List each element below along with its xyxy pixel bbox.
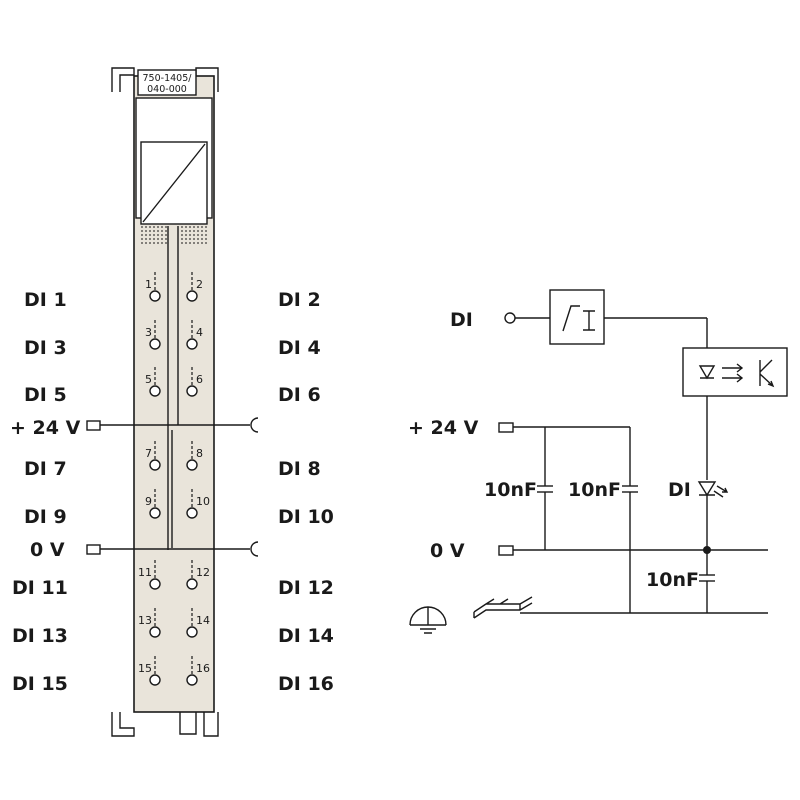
label-di-10: DI 10 [278,506,334,528]
converter-diagonal [142,143,206,223]
part-number-line2: 040-000 [147,84,187,95]
cap3-label: 10nF [646,569,699,591]
label-di-15: DI 15 [12,673,68,695]
led-label: DI [668,479,691,501]
spring-contact: 10 [186,489,210,519]
schematic-di-label: DI [450,309,473,331]
contact-number: 2 [196,278,203,291]
spring-contact: 16 [186,656,210,686]
contact-number: 13 [138,614,152,627]
din-rail-icon [473,596,533,619]
filter-symbol [562,305,595,332]
cap2-label: 10nF [568,479,621,501]
contact-number: 9 [145,495,152,508]
io-module: 750-1405/ 040-000 [111,67,219,737]
label-di-14: DI 14 [278,625,334,647]
contact-comb-right [181,226,207,245]
opto-diode-icon [698,365,716,380]
spring-contact: 9 [145,489,161,519]
schematic-supply-zero-label: 0 V [430,540,465,562]
input-schematic: DI DI + 24 V 10nF 10nF 0 [408,289,788,634]
label-di-13: DI 13 [12,625,68,647]
label-di-2: DI 2 [278,289,321,311]
module-plus-terminal [86,420,101,431]
spring-contact: 6 [186,367,203,397]
contact-number: 15 [138,662,152,675]
module-plus-connector [250,417,259,433]
label-di-6: DI 6 [278,384,321,406]
contact-comb-left [141,226,167,245]
schematic-plus-terminal [498,422,514,433]
contact-number: 10 [196,495,210,508]
opto-transistor-icon [759,359,775,388]
spring-contact: 13 [138,608,161,638]
label-di-11: DI 11 [12,577,68,599]
ground-symbol-icon [409,606,447,634]
spring-contact: 3 [145,320,161,350]
spring-contact: 1 [145,272,161,302]
label-di-16: DI 16 [278,673,334,695]
filter-block [549,289,605,345]
opto-arrows-icon [722,363,744,383]
spring-contact: 15 [138,656,161,686]
left-labels: DI 1 DI 3 DI 5 DI 7 DI 9 DI 11 DI 13 DI … [12,289,68,695]
module-supply-zero-label: 0 V [30,539,65,561]
label-di-8: DI 8 [278,458,321,480]
spring-contact: 2 [186,272,203,302]
label-di-12: DI 12 [278,577,334,599]
part-number-line1: 750-1405/ [143,73,193,84]
contact-number: 5 [145,373,152,386]
contact-number: 7 [145,447,152,460]
bottom-foot-2 [203,712,219,737]
label-di-9: DI 9 [24,506,67,528]
spring-contact: 4 [186,320,203,350]
contact-number: 1 [145,278,152,291]
module-supply-plus-label: + 24 V [10,417,81,439]
bottom-foot-1 [179,712,197,735]
label-di-7: DI 7 [24,458,67,480]
label-di-4: DI 4 [278,337,321,359]
spring-contact: 11 [138,560,161,590]
label-di-3: DI 3 [24,337,67,359]
label-di-5: DI 5 [24,384,67,406]
led-emission-icon [713,485,729,498]
spring-contact: 14 [186,608,210,638]
module-zero-terminal [86,544,101,555]
module-zero-connector [250,541,259,557]
schematic-zero-terminal [498,545,514,556]
status-led-icon [697,481,717,497]
spring-contact: 12 [186,560,210,590]
part-number-box [137,69,197,96]
contact-number: 8 [196,447,203,460]
right-labels: DI 2 DI 4 DI 6 DI 8 DI 10 DI 12 DI 14 DI… [278,289,334,695]
optocoupler-block [682,347,788,397]
label-di-1: DI 1 [24,289,67,311]
schematic-supply-plus-label: + 24 V [408,417,479,439]
contact-number: 6 [196,373,203,386]
contact-number: 14 [196,614,210,627]
di-input-terminal [504,312,516,324]
cap1-label: 10nF [484,479,537,501]
top-latch [111,67,135,92]
contact-number: 16 [196,662,210,675]
contact-number: 3 [145,326,152,339]
bottom-latch-left [111,712,135,737]
spring-contact: 5 [145,367,161,397]
contact-number: 4 [196,326,203,339]
spring-contact: 8 [186,441,203,471]
module-supply-rails: + 24 V 0 V [10,417,259,561]
spring-contact: 7 [145,441,161,471]
contact-number: 11 [138,566,152,579]
contact-number: 12 [196,566,210,579]
